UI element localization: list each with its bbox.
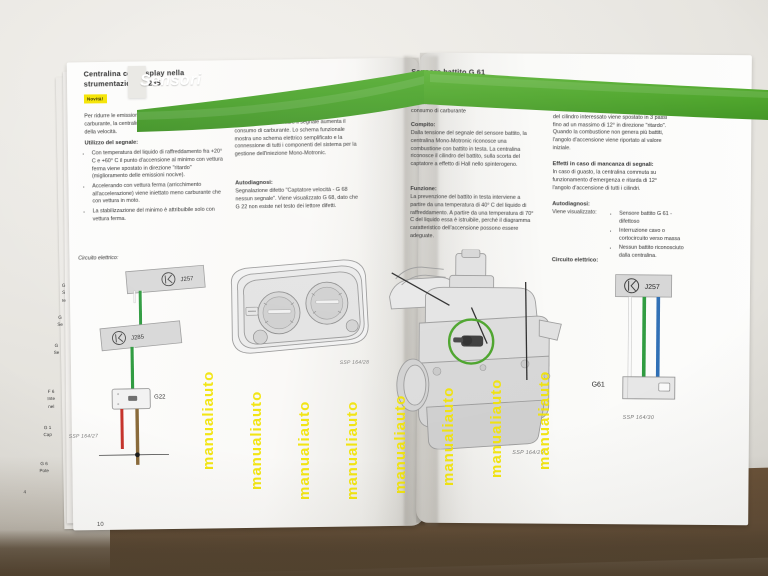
- instrument-cluster-illustration: [223, 255, 375, 369]
- left-page-content: G S re G Se G Se F 6 Inte nel G 1 Cap G …: [15, 6, 375, 494]
- left-page-intro: Per ridurre le emissioni nocive e il con…: [84, 111, 210, 136]
- page-number: 10: [96, 521, 104, 529]
- fragment: Se: [53, 350, 60, 356]
- right-page-effect-body: In caso di guasto, la centralina commuta…: [552, 169, 657, 192]
- engine-ssp: SSP 164/29: [512, 449, 544, 457]
- left-margin-fragment-column-6: G 6 Pote: [27, 460, 61, 475]
- fragment: Pote: [39, 468, 49, 474]
- svg-text:G22: G22: [154, 394, 166, 400]
- right-page-intro: Prevenzione del battito in testa per rid…: [410, 100, 516, 115]
- bullet: Con temperatura del liquido di raffredda…: [92, 149, 224, 182]
- right-circuit-ssp: SSP 164/30: [622, 414, 655, 421]
- left-margin-fragment-column-3: G Se: [39, 342, 73, 357]
- left-circuit-diagram: J257 J285: [70, 264, 213, 466]
- knock-sensor-highlight-circle: [447, 318, 495, 365]
- right-page-function-title: Funzione:: [410, 186, 437, 193]
- left-margin-fragment-column-4: F 6 Inte nel: [34, 388, 68, 411]
- fragment: nel: [48, 403, 55, 409]
- left-circuit-svg: J257 J285: [98, 264, 206, 466]
- fragment: Cap: [43, 432, 52, 438]
- bullet: Accelerando con vettura ferma (arricchim…: [92, 181, 224, 206]
- left-page-novita-badge: Novità!: [83, 94, 108, 104]
- right-page-function-body: La prevenzione del battito in testa inte…: [409, 194, 534, 240]
- left-page-heading: Centralina con display nella strumentazi…: [83, 68, 185, 89]
- svg-text:G61: G61: [592, 381, 605, 388]
- right-circuit-diagram: J257 G61: [587, 270, 692, 411]
- left-page-diagnosis-body: Segnalazione difetto "Captatore velocità…: [235, 186, 359, 211]
- left-page-effect-body: Quando viene a mancare il segnale aument…: [234, 118, 357, 158]
- left-circuit-ssp: SSP 164/27: [68, 433, 99, 440]
- right-page-diagnosis-title: Autodiagnosi:: [552, 201, 590, 208]
- bullet: Interruzione cavo o cortocircuito verso …: [619, 228, 685, 244]
- svg-text:J285: J285: [131, 334, 145, 341]
- bullet: Nessun battito riconosciuto dalla centra…: [619, 245, 685, 261]
- right-page-effect-title: Effetti in caso di mancanza di segnali:: [552, 161, 654, 168]
- instrument-cluster-svg: [230, 259, 369, 354]
- right-page-diagnosis-bullets: Sensore battito G 61 - difettoso Interru…: [612, 211, 685, 263]
- right-page-novita-badge: Novità!: [411, 83, 435, 93]
- left-page-side-mark: 4: [23, 489, 27, 495]
- bullet: Sensore battito G 61 - difettoso: [619, 211, 685, 227]
- right-circuit-svg: J257 G61: [592, 274, 676, 400]
- left-margin-fragment-column-5: G 1 Cap: [31, 424, 65, 439]
- right-page-heading: Sensore battito G 61: [411, 67, 486, 77]
- svg-text:J257: J257: [645, 284, 660, 291]
- right-page-task-body: Dalla tensione del segnale del sensore b…: [410, 130, 527, 169]
- right-page-task-title: Compito:: [410, 122, 436, 129]
- knock-sensor-part: [453, 335, 484, 347]
- left-page-use-bullets: Con temperatura del liquido di raffredda…: [85, 149, 225, 226]
- bullet: La stabilizzazione del minimo è attribui…: [93, 206, 225, 223]
- right-page-content: Sensore battito G 61 Novità! Prevenzione…: [364, 1, 700, 474]
- left-page-use-title: Utilizzo del segnale:: [84, 139, 139, 147]
- right-page-right-col-body: Al riconoscimento del battito, l'angolo …: [552, 106, 675, 152]
- left-page-circuit-label: Circuito elettrico:: [78, 255, 119, 262]
- right-page-diagnosis-lead: Viene visualizzato:: [552, 209, 597, 216]
- engine-svg: [389, 249, 562, 450]
- engine-illustration: [374, 249, 576, 451]
- svg-text:J257: J257: [180, 276, 194, 283]
